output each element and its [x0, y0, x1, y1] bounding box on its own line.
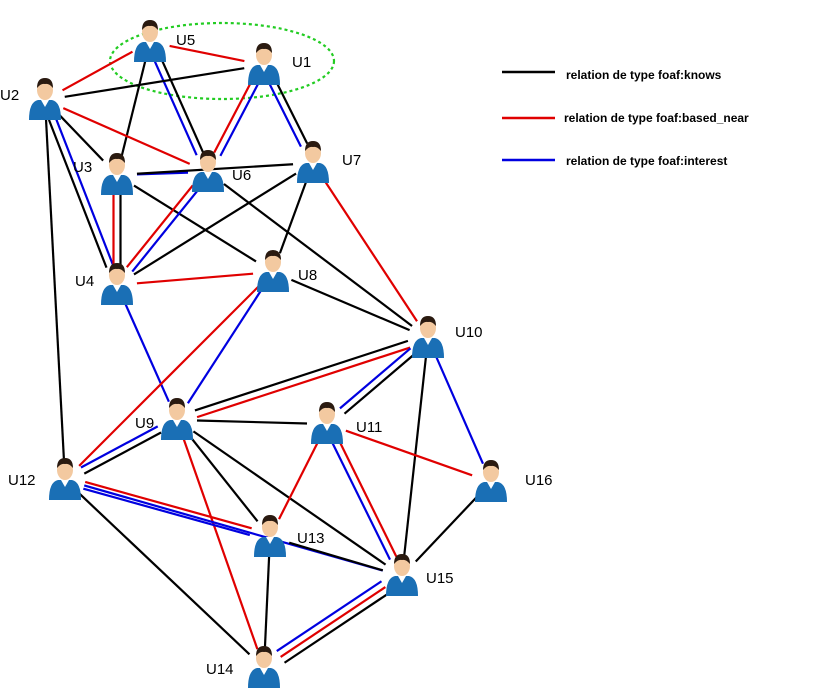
edge-u5-u6-interest: [153, 61, 198, 156]
node-label-u14: U14: [206, 661, 234, 678]
person-icon: [386, 554, 418, 596]
edge-u6-u4-interest: [131, 189, 200, 273]
person-icon: [161, 398, 193, 440]
edge-u12-u13-interest: [83, 487, 251, 537]
node-label-u3: U3: [73, 159, 92, 176]
person-icon: [192, 150, 224, 192]
person-icon: [49, 458, 81, 500]
edge-u15-u14-based-near: [280, 586, 386, 658]
edge-u5-u6-knows: [160, 58, 205, 153]
edge-u8-u10-knows: [290, 278, 411, 332]
edge-u1-u7-interest: [268, 83, 302, 148]
edge-u9-u12-interest: [80, 425, 159, 469]
edge-u10-u9-knows: [194, 339, 409, 412]
edges-layer: [44, 44, 484, 664]
edge-u13-u14-knows: [263, 556, 271, 649]
edge-u4-u9-interest: [124, 302, 170, 403]
edge-u11-u15-based-near: [338, 439, 398, 558]
legend: relation de type foaf:knows relation de t…: [502, 68, 749, 168]
edge-u13-u15-knows: [288, 541, 384, 572]
edge-u7-u10-based-near: [323, 179, 418, 322]
edge-u9-u13-knows: [188, 434, 259, 523]
edge-u5-u2-based-near: [61, 50, 134, 92]
edge-u12-u13-based-near: [84, 480, 252, 530]
node-label-u6: U6: [232, 167, 251, 184]
person-icon: [29, 78, 61, 120]
edge-u2-u4-interest: [54, 116, 115, 266]
person-icon: [248, 646, 280, 688]
edge-u5-u3-knows: [120, 61, 147, 156]
edge-u10-u11-interest: [339, 347, 412, 410]
edge-u11-u15-interest: [331, 442, 391, 561]
node-label-u16: U16: [525, 472, 553, 489]
edge-u8-u9-interest: [186, 288, 264, 404]
node-label-u4: U4: [75, 273, 94, 290]
edge-u2-u4-knows: [47, 119, 108, 269]
edge-u4-u8-based-near: [136, 272, 254, 285]
edge-u2-u3-knows: [58, 113, 104, 162]
edge-u3-u7-knows: [136, 163, 294, 175]
edge-u1-u7-knows: [275, 80, 309, 145]
person-icon: [254, 515, 286, 557]
edge-u10-u15-knows: [403, 357, 427, 557]
edge-u16-u15-knows: [414, 495, 479, 563]
node-label-u11: U11: [356, 419, 382, 436]
person-icon: [257, 250, 289, 292]
edge-u10-u9-based-near: [196, 346, 411, 419]
edge-u2-u12-knows: [44, 119, 66, 461]
edge-u3-u8-knows: [133, 184, 257, 263]
edge-u6-u4-based-near: [125, 184, 194, 268]
edge-u9-u11-knows: [196, 419, 308, 425]
person-icon: [475, 460, 507, 502]
person-icon: [297, 141, 329, 183]
edge-u10-u16-interest: [435, 355, 484, 465]
legend-label: relation de type foaf:knows: [566, 68, 722, 82]
edge-u9-u12-knows: [83, 431, 162, 475]
person-icon: [134, 20, 166, 62]
node-label-u7: U7: [342, 152, 361, 169]
edge-u10-u11-knows: [343, 352, 416, 415]
node-label-u10: U10: [455, 324, 483, 341]
edge-u7-u8-knows: [278, 181, 308, 254]
highlight-ellipse: [108, 21, 336, 101]
edge-u12-u14-knows: [78, 492, 251, 656]
node-label-u5: U5: [176, 32, 195, 49]
node-label-u15: U15: [426, 570, 454, 587]
edge-u7-u4-knows: [133, 172, 297, 276]
node-label-u8: U8: [298, 267, 317, 284]
node-label-u9: U9: [135, 415, 154, 432]
edge-u1-u6-interest: [219, 83, 259, 157]
person-icon: [101, 263, 133, 305]
node-label-u12: U12: [8, 472, 36, 489]
edge-u6-u10-knows: [223, 183, 413, 327]
edge-u2-u6-based-near: [62, 107, 191, 165]
legend-label: relation de type foaf:interest: [566, 154, 727, 168]
edge-u11-u16-based-near: [345, 429, 473, 477]
edge-u15-u14-knows: [283, 592, 390, 664]
edge-u8-u12-based-near: [78, 285, 260, 467]
edge-u2-u1-knows: [64, 67, 245, 98]
legend-label: relation de type foaf:based_near: [564, 111, 749, 125]
person-icon: [412, 316, 444, 358]
edge-u11-u13-based-near: [278, 441, 319, 520]
person-icon: [311, 402, 343, 444]
person-icon: [248, 43, 280, 85]
edge-u9-u14-based-near: [182, 438, 259, 650]
node-label-u2: U2: [0, 87, 19, 104]
node-label-u13: U13: [297, 530, 325, 547]
person-icon: [101, 153, 133, 195]
node-label-u1: U1: [292, 54, 311, 71]
edge-u1-u6-based-near: [213, 80, 253, 154]
edge-u15-u14-interest: [276, 580, 383, 652]
edge-u5-u1-based-near: [169, 44, 245, 63]
